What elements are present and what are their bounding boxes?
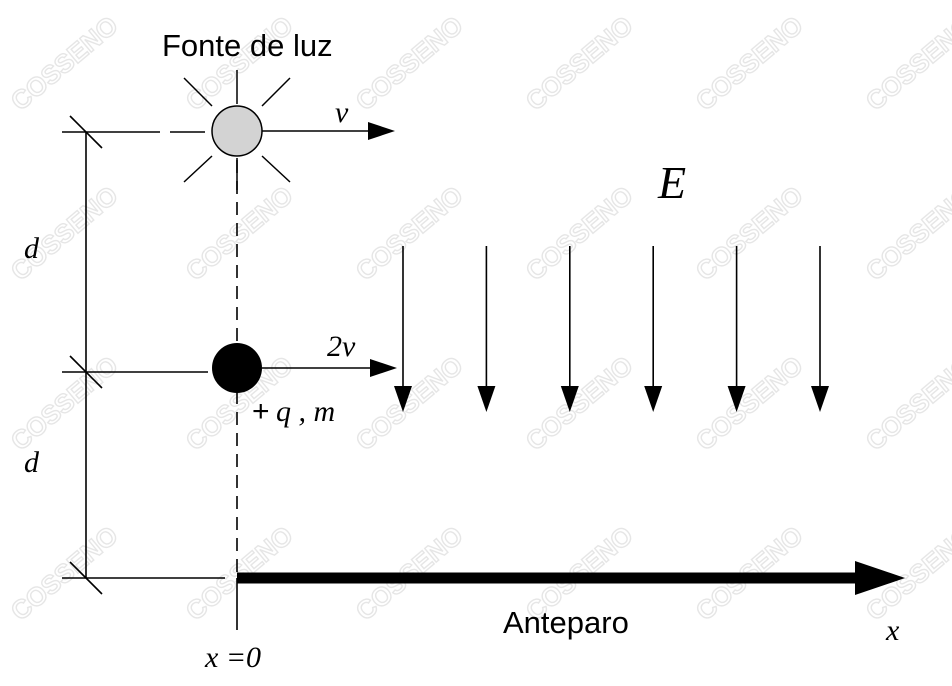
light-source-label: Fonte de luz [162, 28, 333, 63]
watermark-text: COSSENO [350, 10, 469, 117]
watermark-text: COSSENO [520, 180, 639, 287]
field-arrow-head [477, 386, 496, 412]
electric-field-arrows [394, 246, 829, 412]
watermark-text: COSSENO [180, 180, 299, 287]
dimension-lines [62, 115, 225, 595]
watermark-text: COSSENO [860, 180, 952, 287]
screen-arrow [237, 561, 905, 595]
particle-velocity-arrow [262, 359, 397, 377]
field-arrow-head [560, 386, 579, 412]
field-arrow-head [644, 386, 663, 412]
watermark-text: COSSENO [350, 350, 469, 457]
field-arrow-head [394, 386, 412, 412]
watermark-text: COSSENO [350, 180, 469, 287]
light-source-circle [211, 105, 263, 157]
axis-x-label: x [885, 614, 900, 647]
particle-charge-sign: + [252, 395, 270, 428]
watermark-text: COSSENO [180, 10, 299, 117]
watermark-text: COSSENO [690, 10, 809, 117]
charged-particle [212, 343, 262, 393]
watermark-text: COSSENO [690, 180, 809, 287]
field-arrow-head [727, 386, 746, 412]
watermark-text: COSSENO [5, 10, 124, 117]
watermark-text: COSSENO [860, 350, 952, 457]
watermark-text: COSSENO [690, 350, 809, 457]
watermark-text: COSSENO [520, 350, 639, 457]
watermark-text: COSSENO [5, 350, 124, 457]
distance-label-bottom: d [24, 446, 40, 479]
field-label: E [657, 157, 686, 208]
particle-velocity-label: 2v [327, 330, 356, 363]
watermark-text: COSSENO [860, 10, 952, 117]
particle-charge-label: q , m [276, 395, 335, 428]
velocity-label: v [335, 96, 349, 129]
watermark-text: COSSENO [5, 520, 124, 627]
distance-label-top: d [24, 232, 40, 265]
source-velocity-arrow [262, 122, 395, 140]
watermark: COSSENO COSSENO COSSENO COSSENO COSSENO COSSE… [4, 9, 952, 627]
origin-label: x =0 [204, 641, 261, 674]
watermark-text: COSSENO [5, 180, 124, 287]
watermark-text: COSSENO [520, 10, 639, 117]
screen-label: Anteparo [503, 605, 629, 640]
field-arrow-head [811, 386, 829, 412]
light-source [183, 70, 291, 190]
